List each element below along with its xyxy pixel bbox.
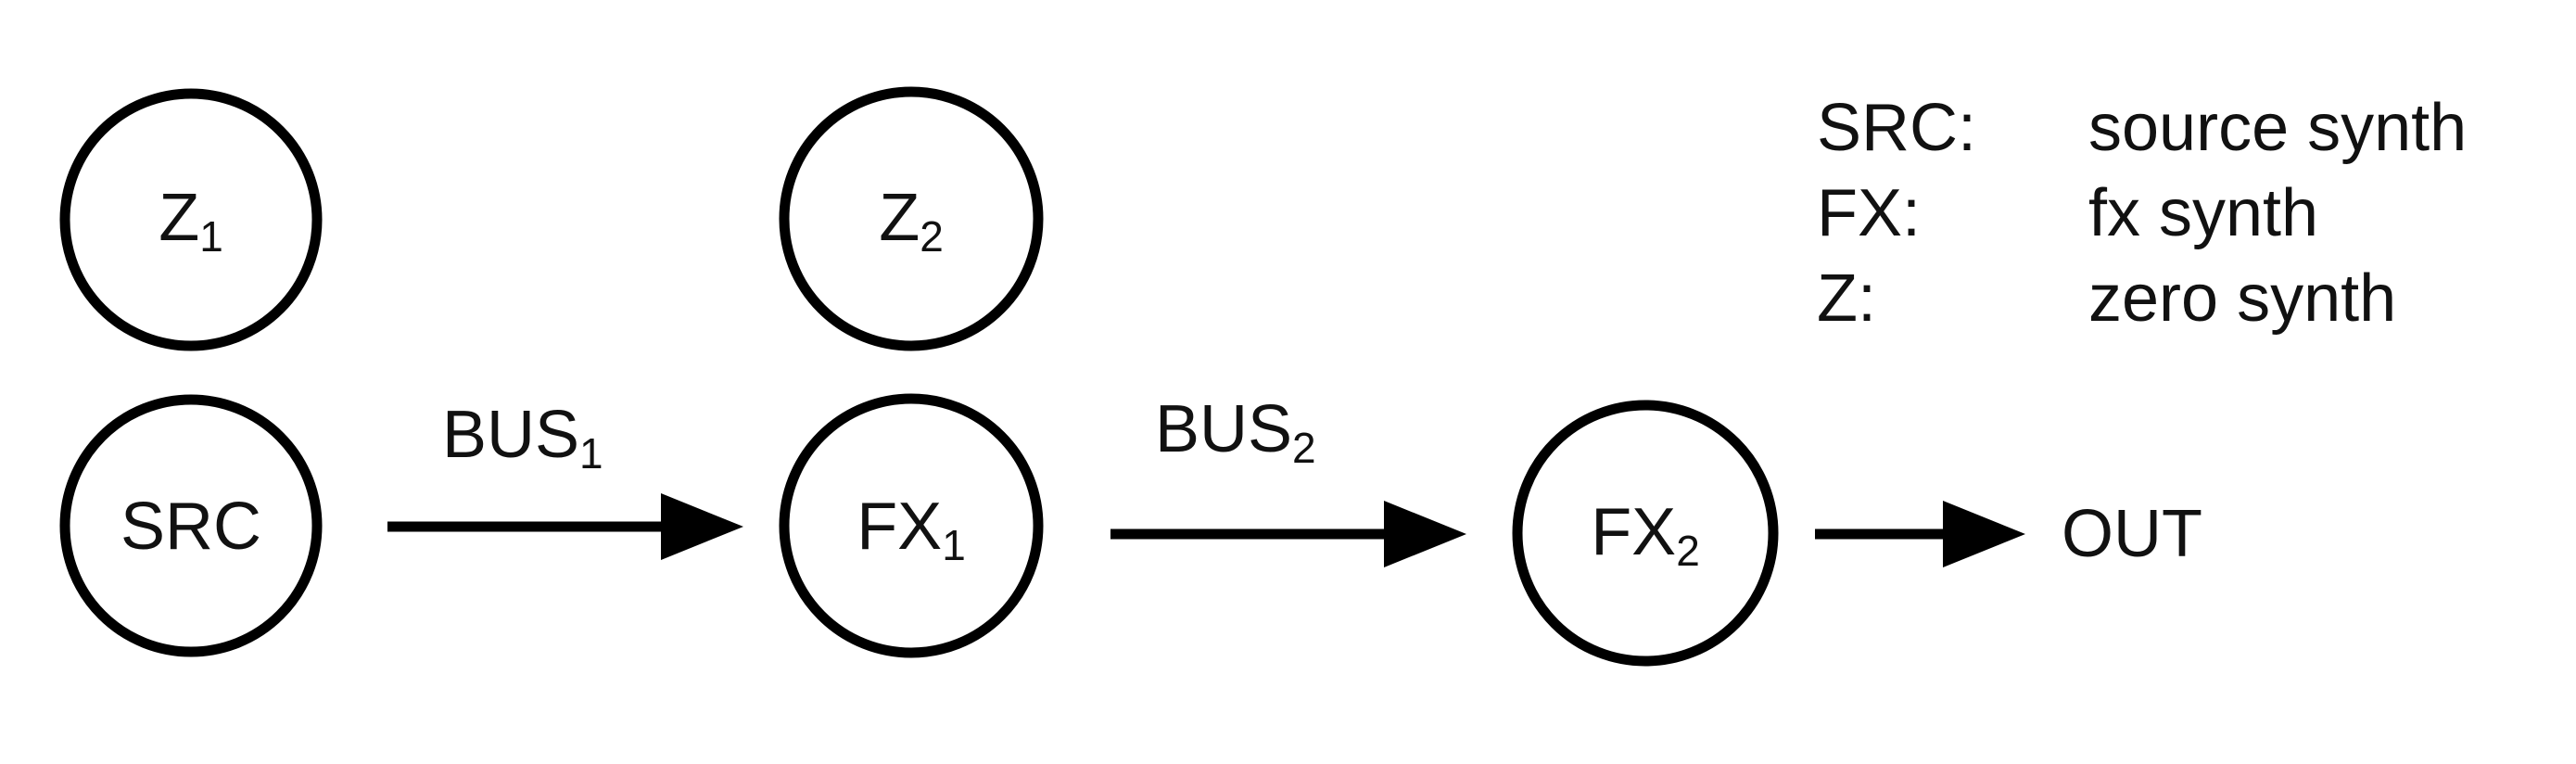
legend-key-fx: FX: [1817, 176, 1921, 250]
legend-value-fx: fx synth [2088, 176, 2318, 250]
node-fx2-label: FX2 [1591, 495, 1700, 575]
arrow-out [1815, 501, 2025, 567]
arrow-bus2 [1110, 501, 1466, 567]
node-fx1-label: FX1 [857, 490, 966, 569]
arrow-bus1 [387, 493, 743, 560]
bus1-label: BUS1 [442, 398, 603, 478]
node-fx2-circle [1512, 400, 1779, 667]
node-z2-label: Z2 [879, 181, 944, 261]
legend: SRC: source synth FX: fx synth Z: zero s… [1817, 91, 2467, 336]
legend-key-z: Z: [1817, 261, 1876, 336]
node-src-label: SRC [121, 490, 261, 564]
legend-value-z: zero synth [2088, 261, 2396, 336]
arrow-bus1-head [661, 493, 743, 560]
bus2-label: BUS2 [1155, 392, 1316, 472]
legend-key-src: SRC: [1817, 91, 1976, 165]
arrow-out-head [1943, 501, 2025, 567]
node-z1-label: Z1 [159, 181, 223, 261]
output-label: OUT [2062, 497, 2202, 571]
node-z1-circle [59, 88, 323, 351]
legend-value-src: source synth [2088, 91, 2467, 165]
arrow-bus2-head [1384, 501, 1466, 567]
node-z2-circle [779, 86, 1044, 351]
node-src-circle [59, 394, 323, 657]
node-fx1-circle [779, 393, 1044, 658]
